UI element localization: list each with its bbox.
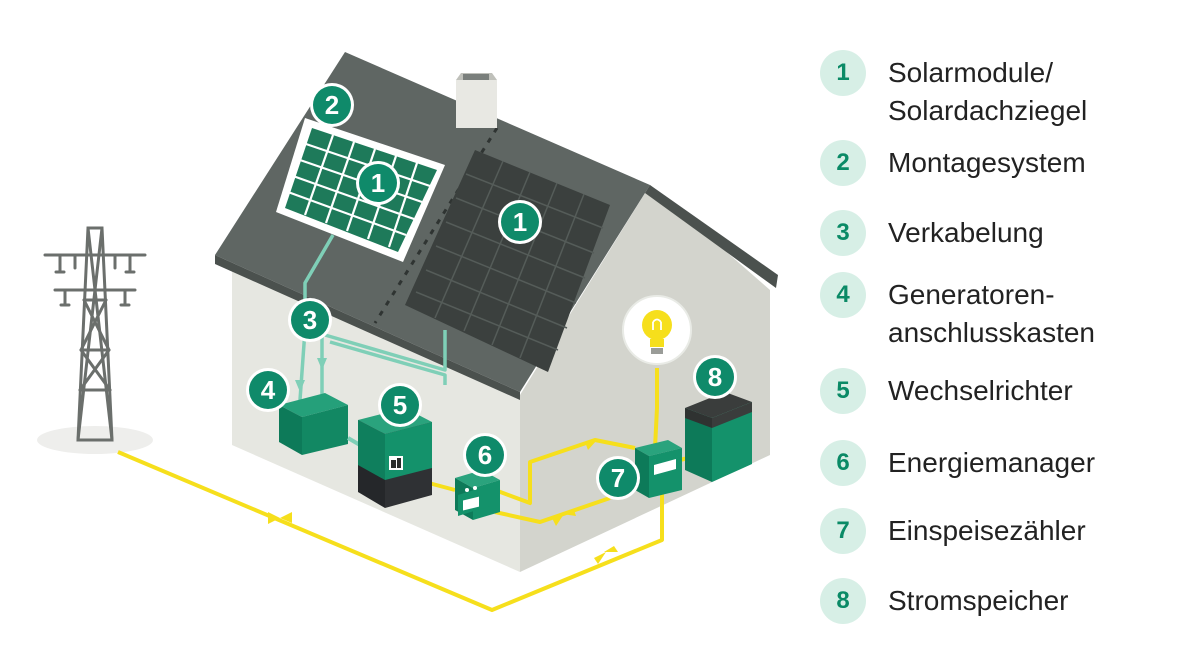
legend-number: 2 (820, 140, 866, 186)
battery-storage (685, 392, 752, 482)
legend-item-storage: 8 Stromspeicher (820, 578, 1069, 624)
legend-number: 3 (820, 210, 866, 256)
badge-meter: 7 (596, 456, 640, 500)
legend-item-combiner: 4 Generatoren- anschlusskasten (820, 272, 1095, 352)
legend-number: 4 (820, 272, 866, 318)
feed-in-meter (635, 440, 682, 498)
badge-manager: 6 (463, 433, 507, 477)
light-bulb-icon (622, 295, 692, 365)
svg-text:3: 3 (303, 305, 317, 335)
power-pylon-icon (43, 226, 147, 442)
svg-text:6: 6 (478, 440, 492, 470)
legend-label: Wechselrichter (888, 375, 1073, 406)
inverter (358, 408, 432, 508)
legend-label: Stromspeicher (888, 585, 1069, 616)
badge-inverter: 5 (378, 383, 422, 427)
energy-manager (455, 470, 500, 520)
badge-mount: 2 (310, 83, 354, 127)
chimney (456, 73, 497, 128)
badge-storage: 8 (693, 355, 737, 399)
legend-number: 8 (820, 578, 866, 624)
legend-item-solar-modules: 1 Solarmodule/ Solardachziegel (820, 50, 1087, 130)
badge-wiring: 3 (288, 298, 332, 342)
legend-item-wiring: 3 Verkabelung (820, 210, 1044, 256)
legend-item-meter: 7 Einspeisezähler (820, 508, 1086, 554)
solar-roof-tiles (405, 150, 610, 372)
combiner-box (279, 393, 362, 455)
legend-label: Einspeisezähler (888, 515, 1086, 546)
legend-label: Generatoren- anschlusskasten (888, 279, 1096, 348)
legend-label: Energiemanager (888, 447, 1096, 478)
svg-text:1: 1 (513, 207, 527, 237)
legend-number: 5 (820, 368, 866, 414)
svg-text:1: 1 (371, 168, 385, 198)
badge-panel-roof: 1 (498, 200, 542, 244)
legend-item-mounting: 2 Montagesystem (820, 140, 1086, 186)
roof-edge (645, 185, 778, 288)
badge-combiner: 4 (246, 368, 290, 412)
svg-text:4: 4 (261, 375, 276, 405)
svg-text:5: 5 (393, 390, 407, 420)
badge-panel-front: 1 (356, 161, 400, 205)
legend-number: 1 (820, 50, 866, 96)
svg-text:7: 7 (611, 463, 625, 493)
svg-text:8: 8 (708, 362, 722, 392)
legend-label: Verkabelung (888, 217, 1044, 248)
legend-item-energy-manager: 6 Energiemanager (820, 440, 1095, 486)
legend-number: 7 (820, 508, 866, 554)
solar-system-diagram: 2 1 1 3 4 5 6 7 8 (37, 52, 778, 612)
wire-arrows (268, 440, 618, 564)
legend-item-inverter: 5 Wechselrichter (820, 368, 1073, 414)
legend-number: 6 (820, 440, 866, 486)
legend-label: Montagesystem (888, 147, 1086, 178)
svg-text:2: 2 (325, 90, 339, 120)
legend-label: Solarmodule/ Solardachziegel (888, 57, 1088, 126)
